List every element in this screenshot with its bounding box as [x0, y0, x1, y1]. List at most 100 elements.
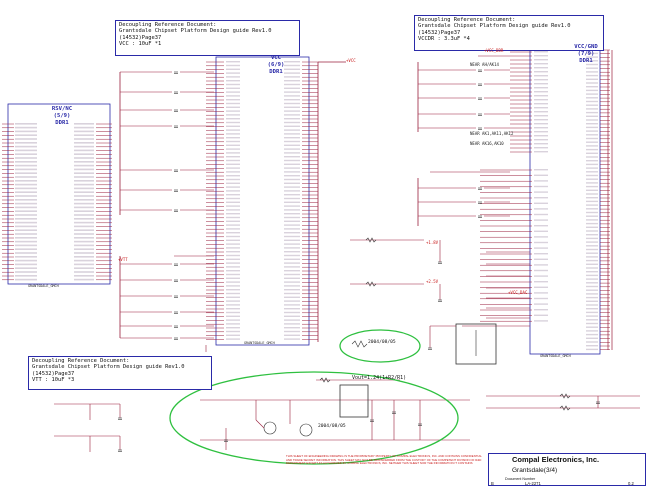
- pin-name-bar: [284, 91, 300, 93]
- pin-name-bar: [284, 102, 300, 105]
- pin-name-bar: [226, 102, 240, 105]
- note-line: Decoupling Reference Document:: [418, 17, 516, 23]
- pin-name-bar: [226, 91, 240, 93]
- pin-name-bar: [534, 115, 548, 117]
- pin-name-bar: [284, 262, 300, 264]
- pin-name-bar: [74, 206, 94, 209]
- pin-name-bar: [586, 134, 598, 136]
- pin-name-bar: [586, 278, 598, 280]
- pin-name-bar: [226, 80, 240, 82]
- pin-name-bar: [284, 327, 300, 329]
- pin-name-bar: [284, 171, 300, 173]
- pin-name-bar: [226, 186, 240, 188]
- pin-name-bar: [226, 201, 240, 203]
- pin-name-bar: [226, 106, 240, 108]
- pin-name-bar: [226, 239, 240, 241]
- pin-name-bar: [15, 233, 37, 235]
- pin-name-bar: [284, 83, 300, 86]
- pin-name-bar: [74, 240, 94, 243]
- pin-name-bar: [226, 308, 240, 310]
- pin-name-bar: [534, 281, 548, 283]
- pin-name-bar: [15, 267, 37, 269]
- pin-name-bar: [74, 210, 94, 212]
- pin-name-bar: [226, 205, 240, 207]
- pin-name-bar: [284, 118, 300, 120]
- pin-name-bar: [586, 345, 598, 347]
- pin-name-bar: [226, 110, 240, 112]
- pin-name-bar: [226, 254, 240, 257]
- pin-name-bar: [284, 243, 300, 245]
- pin-name-bar: [15, 214, 37, 216]
- pin-name-bar: [534, 127, 548, 129]
- chip-title-line: VCC: [270, 55, 282, 61]
- pin-name-bar: [226, 258, 240, 260]
- pin-name-bar: [586, 71, 598, 73]
- pin-name-bar: [226, 334, 240, 336]
- pin-name-bar: [284, 315, 300, 317]
- pin-name-bar: [284, 251, 300, 253]
- pin-name-bar: [15, 199, 37, 201]
- pin-name-bar: [534, 59, 548, 61]
- pin-name-bar: [284, 197, 300, 200]
- pin-name-bar: [226, 228, 240, 230]
- pin-name-bar: [284, 175, 300, 177]
- pin-name-bar: [226, 292, 240, 295]
- pin-name-bar: [586, 226, 598, 228]
- pin-name-bar: [586, 263, 598, 265]
- pin-name-bar: [226, 182, 240, 184]
- pin-name-bar: [284, 216, 300, 219]
- pin-name-bar: [534, 71, 548, 73]
- pin-name-bar: [586, 193, 598, 195]
- pin-name-bar: [284, 194, 300, 196]
- pin-name-bar: [74, 142, 94, 144]
- pin-name-bar: [586, 104, 598, 106]
- pin-name-bar: [15, 263, 37, 266]
- annotation-near-pins: NEAR AH/AK14: [470, 62, 499, 67]
- pin-name-bar: [74, 153, 94, 155]
- pin-name-bar: [284, 152, 300, 154]
- pin-name-bar: [586, 141, 598, 143]
- pin-name-bar: [15, 229, 37, 231]
- pin-name-bar: [284, 182, 300, 184]
- pin-name-bar: [226, 144, 240, 146]
- pin-name-bar: [74, 161, 94, 163]
- pin-name-bar: [586, 152, 598, 154]
- pin-name-bar: [15, 248, 37, 250]
- net-label-vccdr: +VCC_DDR: [484, 48, 504, 53]
- pin-name-bar: [534, 67, 548, 69]
- net-label-vcc: +VCC: [346, 58, 356, 63]
- pin-name-bar: [74, 202, 94, 205]
- pin-name-bar: [74, 180, 94, 182]
- pin-name-bar: [226, 178, 240, 181]
- pin-name-bar: [226, 148, 240, 150]
- pin-name-bar: [586, 123, 598, 125]
- pin-name-bar: [226, 235, 240, 238]
- pin-name-bar: [74, 138, 94, 140]
- pin-name-bar: [74, 278, 94, 281]
- pin-name-bar: [74, 187, 94, 190]
- pin-name-bar: [284, 133, 300, 135]
- pin-name-bar: [586, 163, 598, 166]
- pin-name-bar: [74, 168, 94, 171]
- note-line: (14532)Page37: [119, 34, 162, 41]
- chip-center-title: VCC (6/9) DDR1: [256, 55, 296, 76]
- pin-name-bar: [586, 248, 598, 251]
- pin-name-bar: [586, 82, 598, 84]
- pin-name-bar: [226, 72, 240, 74]
- pin-name-bar: [586, 304, 598, 306]
- pin-name-bar: [534, 264, 548, 266]
- pin-name-bar: [15, 157, 37, 159]
- pin-name-bar: [226, 140, 240, 143]
- doc-number: LA-2271: [525, 481, 541, 486]
- pin-name-bar: [586, 267, 598, 269]
- pin-name-bar: [226, 330, 240, 333]
- note-line: (14532)Page37: [418, 29, 461, 36]
- pin-name-bar: [284, 338, 300, 340]
- pin-name-bar: [284, 95, 300, 97]
- pin-name-bar: [586, 274, 598, 277]
- note-line: Grantsdale Chipset Platform Design guide…: [119, 28, 272, 35]
- pin-name-bar: [284, 163, 300, 165]
- pin-name-bar: [226, 213, 240, 215]
- revision: 0.2: [628, 481, 634, 486]
- pin-name-bar: [226, 224, 240, 226]
